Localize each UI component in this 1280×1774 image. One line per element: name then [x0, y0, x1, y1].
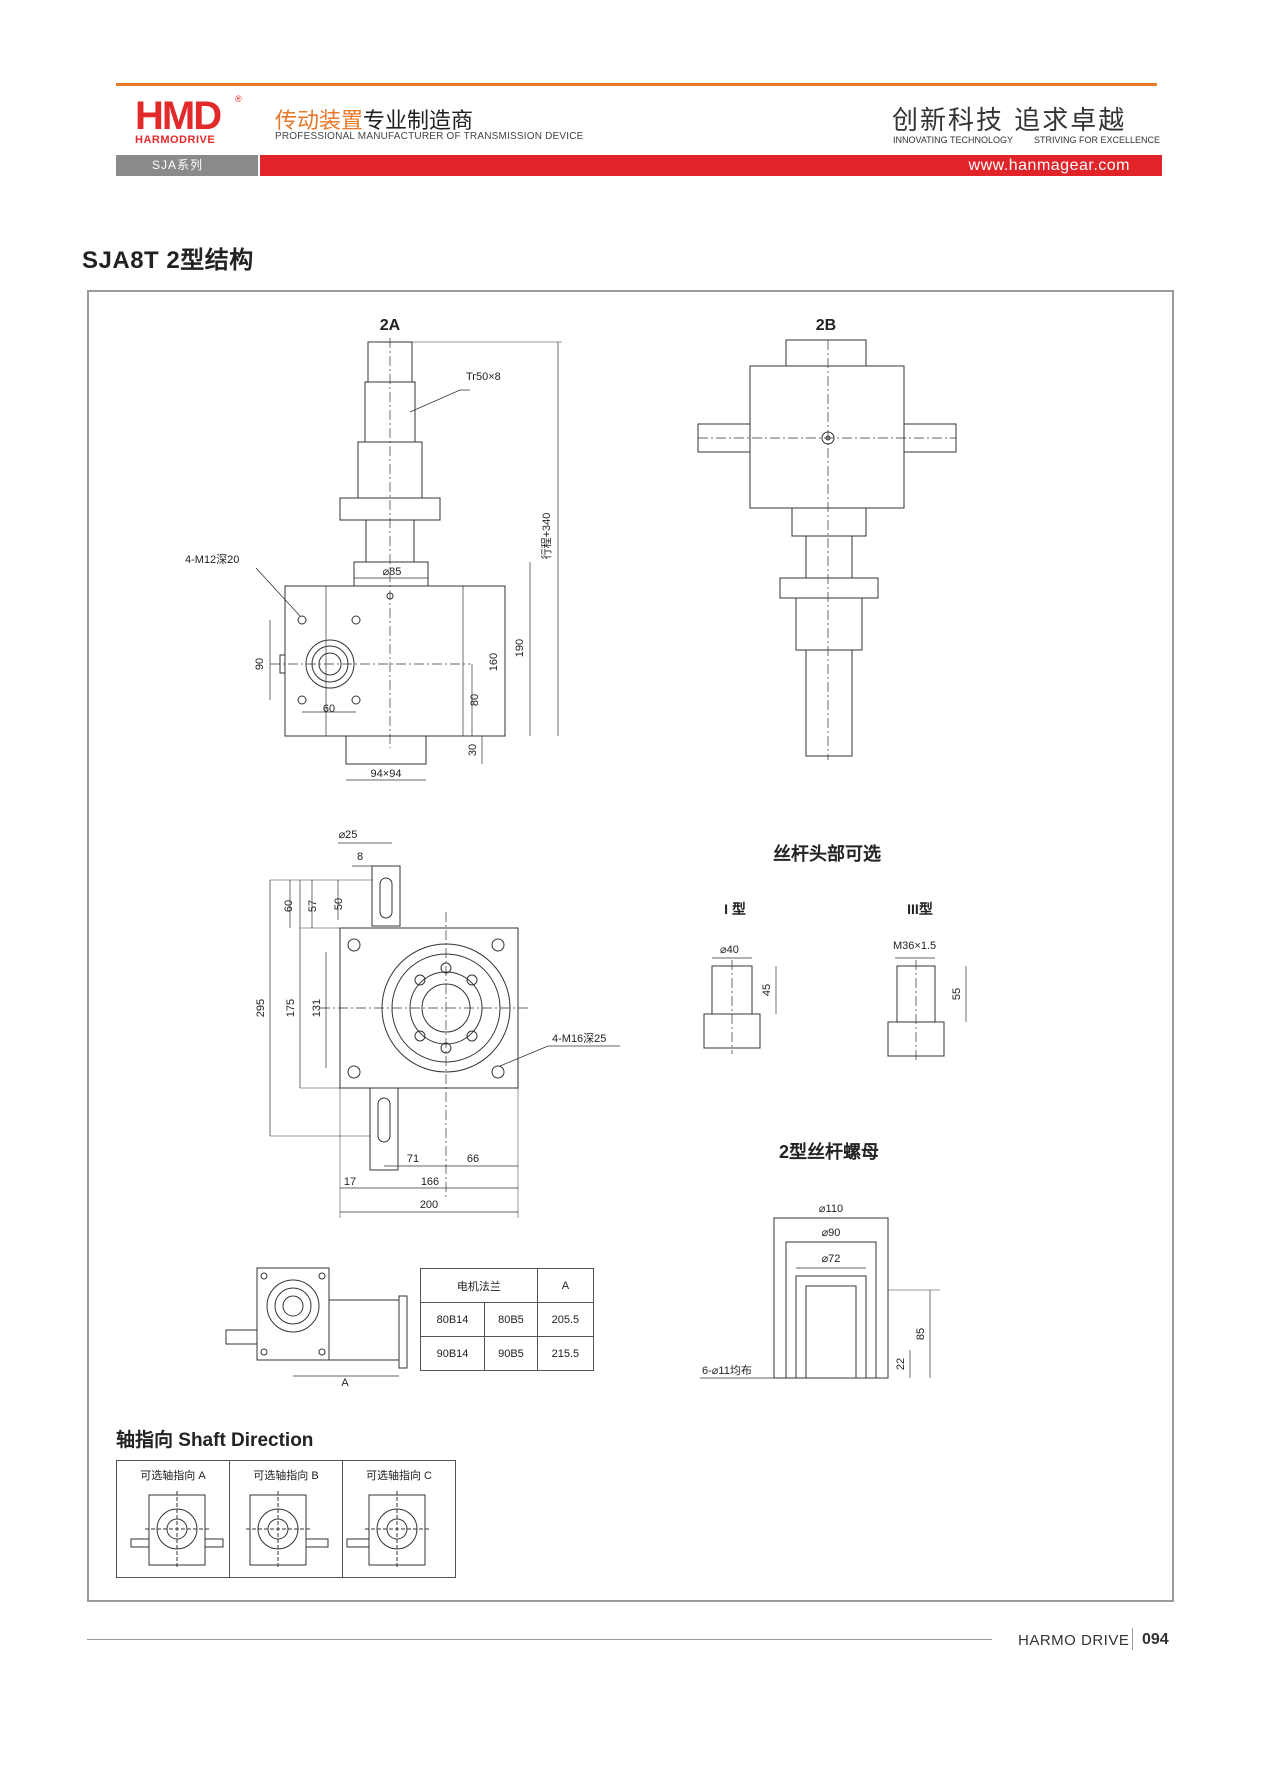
dim-60: 60 — [323, 703, 335, 715]
label-m16-holes: 4-M16深25 — [552, 1032, 606, 1045]
top-view: ⌀25 8 60 57 50 295 175 131 — [255, 829, 620, 1218]
motor-flange-drawing: A — [225, 1267, 408, 1389]
nut-d72: ⌀72 — [822, 1253, 841, 1265]
tagline-en: PROFESSIONAL MANUFACTURER OF TRANSMISSIO… — [275, 131, 584, 142]
dim-57: 57 — [307, 900, 319, 912]
nut-title: 2型丝杆螺母 — [779, 1141, 879, 1162]
view-2b-title: 2B — [816, 317, 836, 334]
type-i-label: I 型 — [724, 901, 746, 917]
shaft-option-a[interactable]: 可选轴指向 A — [117, 1461, 230, 1577]
footer-separator — [1132, 1628, 1133, 1650]
view-2a: 2A Tr50×8 4-M12深20 ⌀85 90 60 80 160 — [185, 317, 562, 781]
slogan-cn: 创新科技 追求卓越 — [892, 106, 1127, 136]
slogan-en-2: STRIVING FOR EXCELLENCE — [1034, 135, 1161, 145]
dim-90: 90 — [254, 658, 266, 670]
header-rule — [116, 83, 1157, 86]
tagline-cn: 传动装置专业制造商 — [275, 108, 474, 133]
dim-60-top: 60 — [283, 900, 295, 912]
flange-header-motor: 电机法兰 — [420, 1268, 538, 1303]
dim-131: 131 — [311, 999, 323, 1017]
flange-dim-a: A — [341, 1377, 349, 1389]
dim-66: 66 — [467, 1153, 479, 1165]
motor-flange-table: 电机法兰 A 80B14 80B5 205.5 90B14 90B5 215.5 — [419, 1268, 595, 1371]
footer-rule — [87, 1639, 992, 1640]
screw-head-options: 丝杆头部可选 I 型 III型 ⌀40 45 M36×1.5 55 — [703, 843, 967, 1062]
dim-200: 200 — [420, 1199, 438, 1211]
page-number: 094 — [1142, 1631, 1169, 1648]
view-2b: 2B — [697, 317, 957, 760]
dim-295: 295 — [255, 999, 267, 1017]
nut-d90: ⌀90 — [822, 1227, 841, 1239]
shaft-direction-panel: 可选轴指向 A 可选轴指向 B 可选轴指向 C — [116, 1460, 456, 1578]
slogan-en-1: INNOVATING TECHNOLOGY — [893, 135, 1014, 145]
nut-h22: 22 — [895, 1358, 907, 1370]
dim-190: 190 — [514, 639, 526, 657]
dim-50: 50 — [333, 898, 345, 910]
page-title: SJA8T 2型结构 — [82, 247, 254, 274]
table-row: 80B14 80B5 205.5 — [419, 1302, 595, 1337]
shaft-option-c[interactable]: 可选轴指向 C — [343, 1461, 455, 1577]
type-iii-label: III型 — [907, 901, 933, 917]
dim-71: 71 — [407, 1153, 419, 1165]
logo-mark: HMD — [135, 94, 222, 138]
dim-80: 80 — [469, 694, 481, 706]
nut-drawing: 2型丝杆螺母 ⌀110 ⌀90 ⌀72 85 22 6-⌀11均布 — [700, 1141, 940, 1379]
series-label: SJA系列 — [116, 155, 258, 176]
website-link[interactable]: www.hanmagear.com — [968, 157, 1130, 174]
shaft-a-icon — [130, 1491, 224, 1569]
type-i-length: 45 — [761, 984, 773, 996]
dim-166: 166 — [421, 1176, 439, 1188]
label-mount-holes: 4-M12深20 — [185, 553, 239, 566]
shaft-b-icon — [246, 1491, 329, 1569]
header-red-bar — [260, 155, 1162, 176]
dim-160: 160 — [488, 653, 500, 671]
dim-94x94: 94×94 — [371, 768, 402, 780]
label-thread: Tr50×8 — [466, 371, 501, 383]
footer-brand: HARMO DRIVE — [1018, 1632, 1130, 1649]
dim-d85: ⌀85 — [383, 566, 402, 578]
flange-header-a: A — [536, 1268, 595, 1303]
dim-17: 17 — [344, 1176, 356, 1188]
shaft-c-icon — [346, 1491, 429, 1569]
dim-stroke: 行程+340 — [540, 513, 553, 560]
type-iii-thread: M36×1.5 — [893, 940, 936, 952]
nut-d110: ⌀110 — [819, 1203, 843, 1215]
type-i-diameter: ⌀40 — [720, 944, 739, 956]
logo-brand: HARMODRIVE — [135, 134, 216, 146]
logo: HMD ® HARMODRIVE — [135, 94, 243, 146]
shaft-option-b[interactable]: 可选轴指向 B — [230, 1461, 343, 1577]
registered-icon: ® — [235, 94, 242, 104]
view-2a-title: 2A — [380, 317, 401, 334]
dim-8: 8 — [357, 851, 363, 863]
dim-d25: ⌀25 — [339, 829, 358, 841]
type-iii-length: 55 — [951, 988, 963, 1000]
nut-holes: 6-⌀11均布 — [702, 1364, 752, 1377]
drawing-frame — [87, 290, 1174, 1602]
dim-30: 30 — [467, 744, 479, 756]
nut-h85: 85 — [915, 1328, 927, 1340]
table-row: 90B14 90B5 215.5 — [419, 1336, 595, 1371]
dim-175: 175 — [285, 999, 297, 1017]
shaft-direction-title: 轴指向 Shaft Direction — [116, 1430, 314, 1451]
screw-head-title: 丝杆头部可选 — [773, 843, 881, 864]
